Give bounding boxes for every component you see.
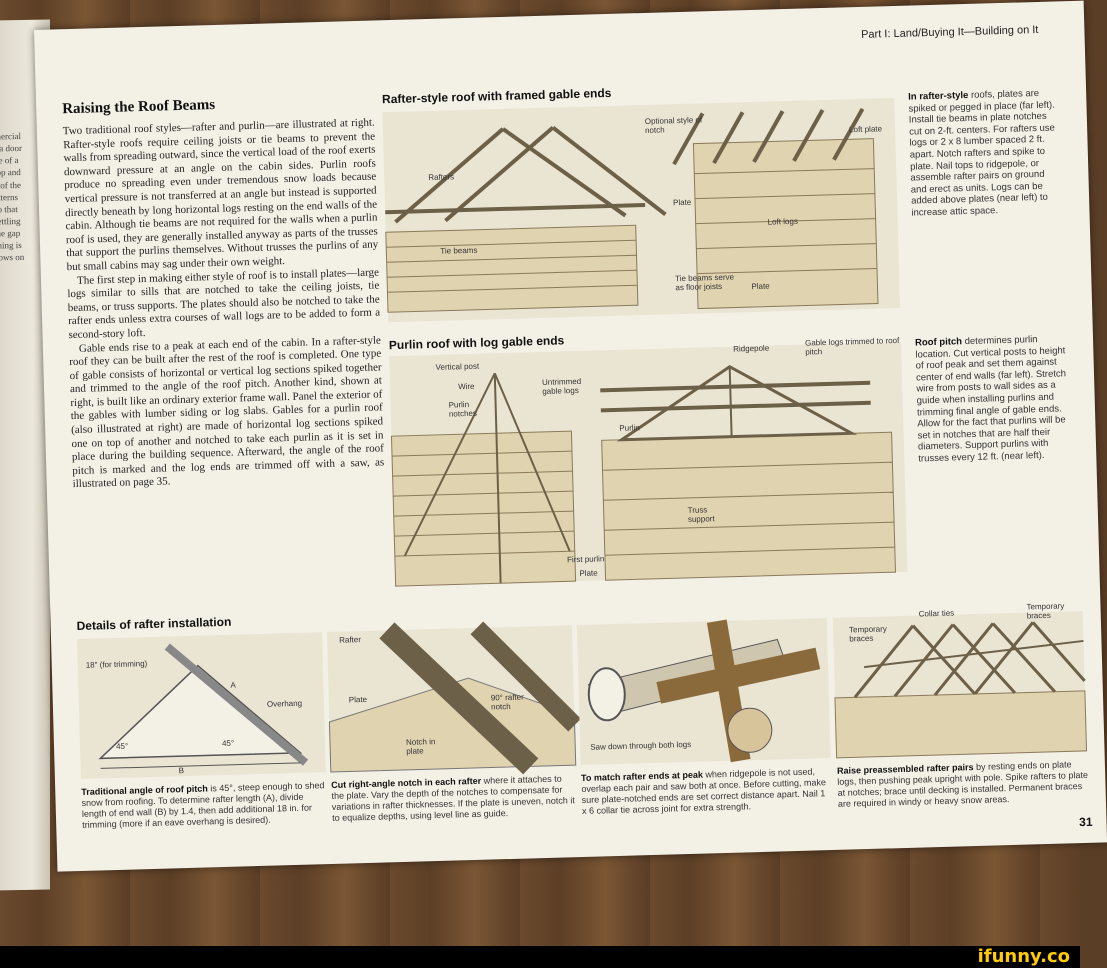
details-title: Details of rafter installation	[76, 614, 232, 634]
paragraph-3: Gable ends rise to a peak at each end of…	[69, 333, 385, 491]
body-text: Two traditional roof styles—rafter and p…	[63, 117, 385, 493]
rafter-roof-illustration	[382, 98, 901, 323]
label-untrimmed-gable-logs: Untrimmed gable logs	[541, 376, 582, 396]
caption-rafter-notch: Cut right-angle notch in each rafter whe…	[331, 773, 577, 824]
raise-rafters-diagram	[834, 621, 1088, 759]
label-ridgepole: Ridgepole	[733, 343, 770, 354]
saw-cut-diagram	[587, 619, 821, 763]
label-temporary-braces-left: Temporary braces	[848, 624, 887, 644]
caption-raise-rafters: Raise preassembled rafter pairs by resti…	[837, 759, 1090, 810]
paragraph-2: The first step in making either style of…	[67, 265, 381, 342]
label-truss-support: Truss support	[687, 505, 715, 524]
label-loft-logs: Loft logs	[767, 216, 799, 227]
rafter-side-note-text: roofs, plates are spiked or pegged in pl…	[908, 87, 1056, 219]
caption-roof-pitch: Traditional angle of roof pitch is 45°, …	[81, 780, 327, 831]
rafter-notch-diagram	[328, 621, 581, 775]
label-notch-in-plate: Notch in plate	[405, 737, 436, 756]
label-wire: Wire	[458, 381, 475, 392]
purlin-side-note-lead: Roof pitch	[914, 336, 963, 349]
label-collar-ties: Collar ties	[918, 608, 955, 619]
label-vertical-post: Vertical post	[435, 361, 480, 372]
label-overhang: Overhang	[266, 698, 303, 709]
watermark-bar	[0, 946, 1080, 968]
detail-rafter-notch	[326, 621, 581, 775]
detail-roof-pitch	[77, 632, 326, 779]
label-90-rafter-notch: 90° rafter notch	[490, 692, 524, 712]
rafter-figure-title: Rafter-style roof with framed gable ends	[381, 85, 612, 107]
label-loft-plate: Loft plate	[848, 124, 883, 135]
paragraph-1: Two traditional roof styles—rafter and p…	[62, 116, 379, 274]
purlin-figure-title: Purlin roof with log gable ends	[388, 333, 565, 353]
label-45-left: 45°	[115, 741, 129, 751]
rafter-roof-drawing	[385, 107, 879, 313]
rafter-side-note: In rafter-style roofs, plates are spiked…	[908, 87, 1062, 219]
label-tie-beams-floor-joists: Tie beams serve as floor joists	[675, 272, 735, 293]
running-header: Part I: Land/Buying It—Building on It	[860, 23, 1039, 41]
purlin-roof-illustration	[389, 341, 908, 587]
label-first-purlin: First purlin	[566, 554, 605, 565]
label-45-right: 45°	[221, 738, 235, 749]
detail-saw-cut	[576, 618, 831, 766]
label-18-in: 18" (for trimming)	[85, 659, 148, 670]
label-tie-beams: Tie beams	[440, 245, 478, 256]
roof-pitch-diagram	[98, 643, 309, 769]
rafter-side-note-lead: In rafter-style	[908, 89, 969, 103]
label-gable-logs-trimmed: Gable logs trimmed to roof pitch	[804, 335, 900, 357]
label-purlin: Purlin	[619, 423, 640, 433]
watermark-text: ifunny.co	[977, 946, 1070, 967]
detail-raise-rafters	[832, 610, 1088, 759]
label-b: B	[178, 766, 185, 776]
label-purlin-notches: Purlin notches	[448, 399, 478, 419]
label-plate-detail: Plate	[348, 694, 368, 705]
label-temporary-braces-right: Temporary braces	[1026, 601, 1065, 621]
label-plate-2: Plate	[751, 281, 770, 292]
label-a: A	[230, 680, 236, 690]
label-plate: Plate	[672, 197, 692, 208]
purlin-roof-drawing	[390, 364, 896, 587]
label-rafters: Rafters	[428, 172, 455, 183]
purlin-side-note-text: determines purlin location. Cut vertical…	[915, 334, 1067, 465]
book-page: Part I: Land/Buying It—Building on It Ra…	[34, 0, 1107, 872]
purlin-side-note: Roof pitch determines purlin location. C…	[915, 333, 1069, 465]
label-plate-purlin: Plate	[579, 568, 598, 578]
page-number: 31	[1078, 814, 1093, 830]
label-optional-notch: Optional style of notch	[644, 115, 703, 135]
label-rafter: Rafter	[339, 635, 362, 645]
section-title: Raising the Roof Beams	[62, 96, 216, 118]
caption-saw-cut: To match rafter ends at peak when ridgep…	[581, 766, 832, 817]
